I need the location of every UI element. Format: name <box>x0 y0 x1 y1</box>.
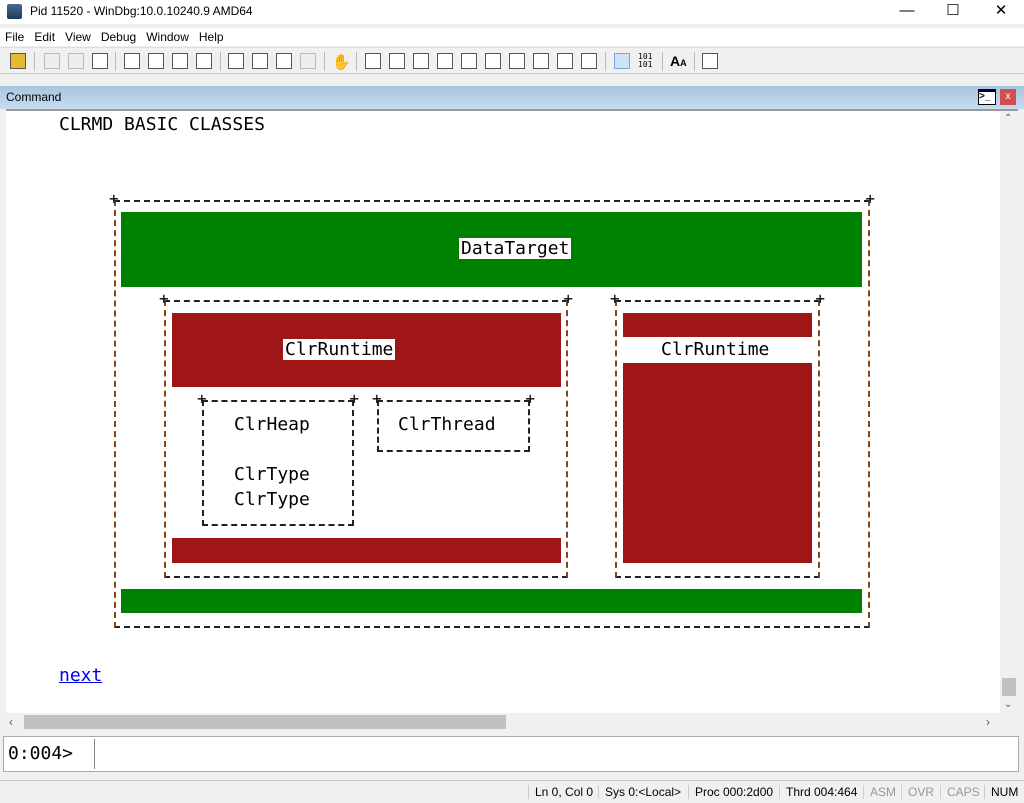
runtime-box-left <box>159 289 573 578</box>
runtime-label-left: ClrRuntime <box>283 339 396 360</box>
scratch-pad-icon[interactable] <box>533 53 549 69</box>
window-title: Pid 11520 - WinDbg:10.0.10240.9 AMD64 <box>30 4 253 18</box>
separator <box>220 52 221 71</box>
menu-help[interactable]: Help <box>198 30 224 44</box>
paste-icon[interactable] <box>92 53 108 69</box>
status-system: Sys 0:<Local> <box>598 785 687 799</box>
thread-label: ClrThread <box>398 414 496 435</box>
prompt-label: 0:004> <box>8 743 74 764</box>
scroll-right-icon[interactable]: › <box>986 715 990 729</box>
hand-icon[interactable]: ✋ <box>332 54 351 71</box>
datatarget-label: DataTarget <box>459 238 572 259</box>
heap-label: ClrHeap <box>234 414 310 435</box>
step-out-icon[interactable] <box>276 53 292 69</box>
command-pane-header: Command >_ x <box>0 86 1024 109</box>
processes-threads-icon[interactable] <box>557 53 573 69</box>
hscroll-thumb[interactable] <box>24 715 506 729</box>
doc-heading: CLRMD BASIC CLASSES <box>59 114 265 135</box>
separator <box>324 52 325 71</box>
menu-file[interactable]: File <box>5 30 25 44</box>
command-input-area: 0:004> <box>3 736 1019 772</box>
separator <box>115 52 116 71</box>
step-into-icon[interactable] <box>228 53 244 69</box>
command-prompt-icon[interactable]: >_ <box>978 89 996 105</box>
pane-title: Command <box>6 90 62 104</box>
menu-window[interactable]: Window <box>146 30 189 44</box>
registers-icon[interactable] <box>437 53 453 69</box>
status-asm: ASM <box>863 785 902 799</box>
break-icon[interactable] <box>196 53 212 69</box>
runtime-label-right: ClrRuntime <box>661 339 770 360</box>
runtime-bar-top-right <box>623 313 812 337</box>
scroll-up-icon[interactable]: ⌃ <box>1004 113 1013 124</box>
separator <box>34 52 35 71</box>
menu-debug[interactable]: Debug <box>100 30 137 44</box>
copy-icon[interactable] <box>68 53 84 69</box>
memory-icon[interactable] <box>461 53 477 69</box>
disassembly-icon[interactable] <box>509 53 525 69</box>
font-icon[interactable]: AA <box>670 53 687 69</box>
separator <box>662 52 663 71</box>
runtime-box-right <box>610 289 825 578</box>
scroll-left-icon[interactable]: ‹ <box>9 715 13 729</box>
horizontal-scrollbar[interactable]: ‹ › <box>6 713 1000 731</box>
scroll-thumb[interactable] <box>1002 678 1016 696</box>
windbg-app-icon <box>7 4 22 19</box>
open-icon[interactable] <box>10 53 26 69</box>
vertical-scrollbar[interactable]: ⌃ ⌄ <box>1000 111 1018 713</box>
thread-box <box>372 389 535 452</box>
status-num: NUM <box>984 785 1024 799</box>
title-bar: Pid 11520 - WinDbg:10.0.10240.9 AMD64 — … <box>0 0 1024 24</box>
watch-icon[interactable] <box>389 53 405 69</box>
command-browser-icon[interactable] <box>581 53 597 69</box>
call-stack-icon[interactable] <box>485 53 501 69</box>
heap-box <box>197 389 359 526</box>
separator <box>605 52 606 71</box>
separator <box>356 52 357 71</box>
command-input[interactable] <box>94 739 1017 769</box>
status-bar: Ln 0, Col 0 Sys 0:<Local> Proc 000:2d00 … <box>0 780 1024 803</box>
scroll-down-icon[interactable]: ⌄ <box>1004 699 1013 710</box>
status-line-col: Ln 0, Col 0 <box>528 785 599 799</box>
datatarget-bar-bottom <box>121 589 862 613</box>
separator <box>694 52 695 71</box>
maximize-button[interactable]: ☐ <box>946 2 960 19</box>
status-caps: CAPS <box>940 785 986 799</box>
options-icon[interactable] <box>702 53 718 69</box>
locals-icon[interactable] <box>413 53 429 69</box>
cut-icon[interactable] <box>44 53 60 69</box>
stop-debugging-icon[interactable] <box>172 53 188 69</box>
status-ovr: OVR <box>901 785 940 799</box>
go-icon[interactable] <box>124 53 140 69</box>
menu-bar: File Edit View Debug Window Help <box>0 28 1024 46</box>
menu-edit[interactable]: Edit <box>34 30 56 44</box>
pane-close-button[interactable]: x <box>1000 89 1016 105</box>
next-link[interactable]: next <box>59 665 103 686</box>
command-window-icon[interactable] <box>365 53 381 69</box>
close-button[interactable]: ✕ <box>994 2 1008 19</box>
restart-icon[interactable] <box>148 53 164 69</box>
datatarget-box <box>109 189 875 628</box>
minimize-button[interactable]: — <box>899 2 915 19</box>
runtime-body-right <box>623 363 812 563</box>
runtime-bar-bottom-left <box>172 538 561 563</box>
type-label: ClrType <box>234 464 310 485</box>
type-label: ClrType <box>234 489 310 510</box>
source-mode-icon[interactable] <box>614 53 630 69</box>
menu-view[interactable]: View <box>65 30 91 44</box>
run-to-cursor-icon[interactable] <box>300 53 316 69</box>
status-thread: Thrd 004:464 <box>779 785 863 799</box>
step-over-icon[interactable] <box>252 53 268 69</box>
status-process: Proc 000:2d00 <box>688 785 779 799</box>
